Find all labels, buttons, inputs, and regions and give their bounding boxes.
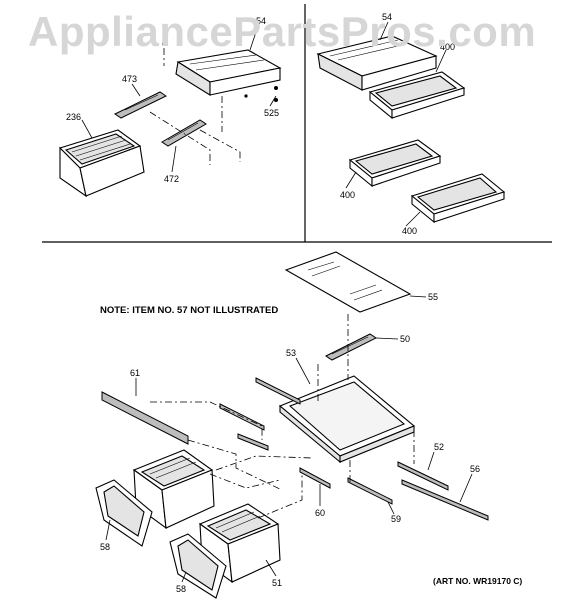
rail-473 — [113, 91, 168, 119]
callout-56: 56 — [470, 464, 480, 474]
small-rails — [219, 377, 449, 505]
shelf-54-top-right — [316, 35, 438, 91]
shelf-400-c — [410, 173, 506, 224]
callout-472: 472 — [164, 174, 179, 184]
callout-52: 52 — [434, 442, 444, 452]
shelf-54-top-left — [175, 49, 282, 96]
drawer-front-58-b — [169, 533, 227, 599]
strip-56 — [401, 473, 489, 521]
callout-53: 53 — [286, 348, 296, 358]
callout-400-a: 400 — [440, 42, 455, 52]
callout-54-top-left: 54 — [256, 16, 266, 26]
callout-58-b: 58 — [176, 584, 186, 594]
callout-59: 59 — [391, 514, 401, 524]
callout-58-a: 58 — [100, 542, 110, 552]
shelf-400-b — [348, 139, 442, 188]
screws-525 — [162, 42, 278, 102]
callout-55: 55 — [428, 292, 438, 302]
callout-400-c: 400 — [402, 226, 417, 236]
top-left-leaders — [81, 25, 277, 173]
bottom-leaders — [105, 451, 435, 583]
pan-236 — [58, 129, 145, 198]
rail-61 — [101, 378, 189, 445]
art-number: (ART NO. WR19170 C) — [433, 576, 523, 586]
callout-60: 60 — [315, 508, 325, 518]
callout-61: 61 — [130, 368, 140, 378]
illustration-note: NOTE: ITEM NO. 57 NOT ILLUSTRATED — [100, 305, 279, 316]
bracket-472 — [161, 119, 207, 147]
callout-51: 51 — [272, 578, 282, 588]
shelf-400-a — [368, 71, 466, 120]
callout-473: 473 — [122, 74, 137, 84]
bottom-dash-lines — [150, 314, 415, 519]
frame-53 — [278, 357, 416, 464]
callout-50: 50 — [400, 334, 410, 344]
drawer-front-58-a — [95, 479, 153, 547]
glass-55 — [284, 251, 427, 313]
callout-525: 525 — [264, 108, 279, 118]
callout-236: 236 — [66, 112, 81, 122]
rail-50 — [325, 333, 399, 361]
callout-400-b: 400 — [340, 190, 355, 200]
bin-upper — [132, 449, 215, 530]
top-right-leaders — [345, 21, 447, 227]
callout-54-top-right: 54 — [382, 12, 392, 22]
